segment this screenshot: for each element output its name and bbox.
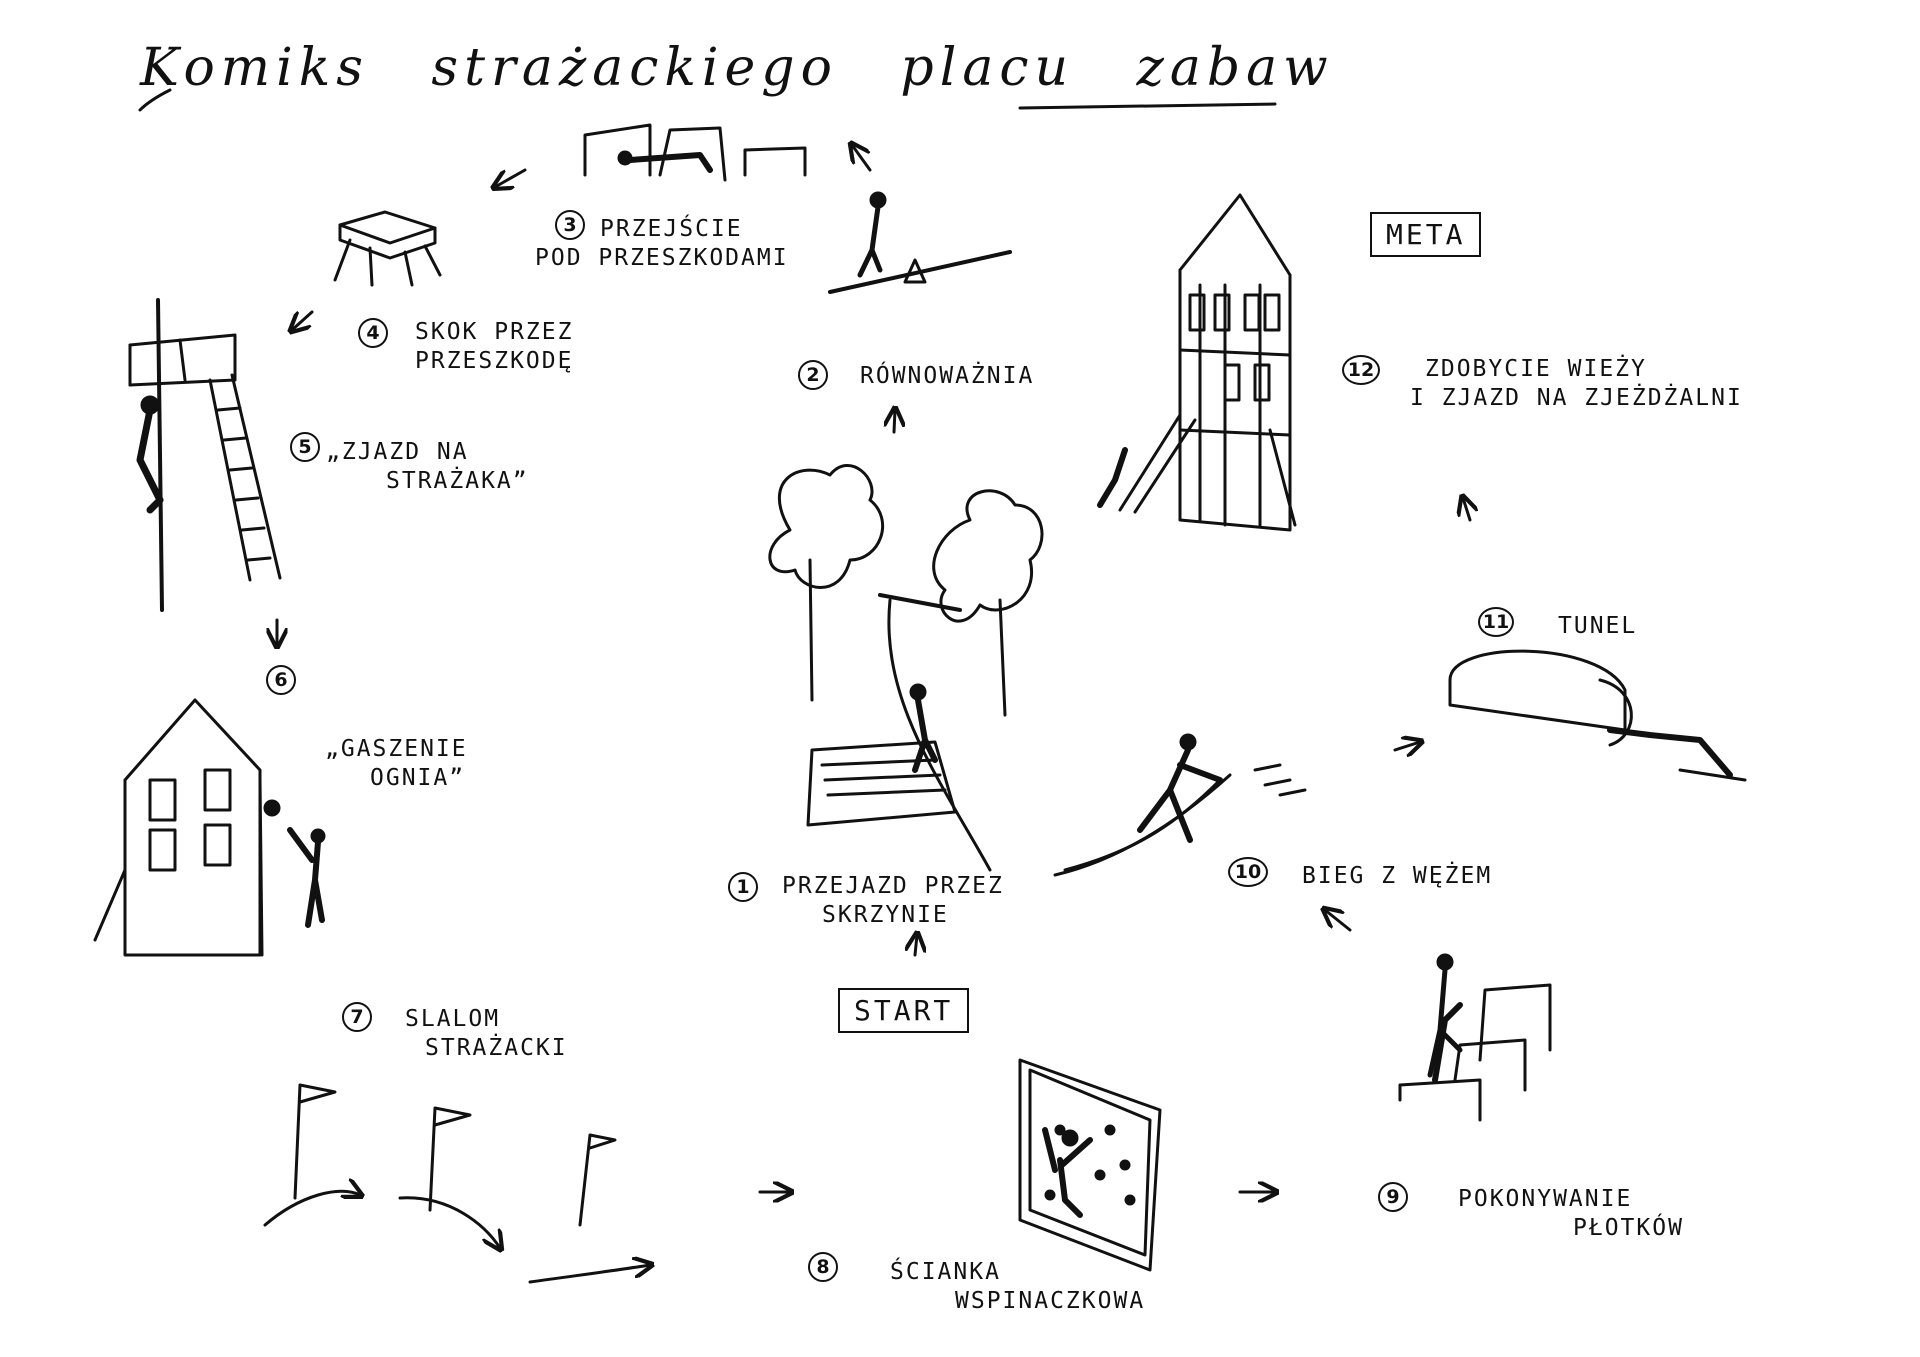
station-4-drawing: [333, 210, 442, 287]
station-number: 8: [808, 1252, 838, 1282]
station-number: 1: [728, 872, 758, 902]
station-3-drawing: [583, 123, 807, 182]
title-underline: [138, 88, 172, 112]
page-title: Komiks strażackiego placu zabaw: [140, 38, 1334, 98]
station-number: 10: [1228, 857, 1268, 887]
station-number: 9: [1378, 1182, 1408, 1212]
station-12-drawing: [1097, 193, 1297, 532]
route-arrows: [277, 145, 1470, 1192]
station-1-drawing: [768, 464, 1044, 872]
station-number: 11: [1478, 607, 1514, 637]
station-number: 6: [266, 665, 296, 695]
station-number: 2: [798, 360, 828, 390]
station-number: 12: [1342, 355, 1380, 385]
station-number: 5: [290, 432, 320, 462]
station-8-drawing: [1018, 1058, 1162, 1272]
start-label: START: [838, 988, 970, 1033]
station-10-drawing: [1053, 733, 1307, 877]
station-number: 7: [342, 1002, 372, 1032]
station-11-drawing: [1448, 649, 1747, 782]
station-7-drawing: [263, 1083, 650, 1284]
station-2-drawing: [828, 191, 1012, 294]
station-label: TUNEL: [1558, 613, 1638, 639]
station-number: 4: [358, 318, 388, 348]
station-9-drawing: [1398, 953, 1552, 1122]
station-label: RÓWNOWAŻNIA: [860, 363, 1035, 389]
station-number: 3: [555, 210, 585, 240]
finish-label: META: [1370, 212, 1482, 257]
station-label: BIEG Z WĘŻEM: [1302, 863, 1493, 889]
station-6-drawing: [93, 698, 326, 957]
station-5-drawing: [128, 298, 282, 612]
